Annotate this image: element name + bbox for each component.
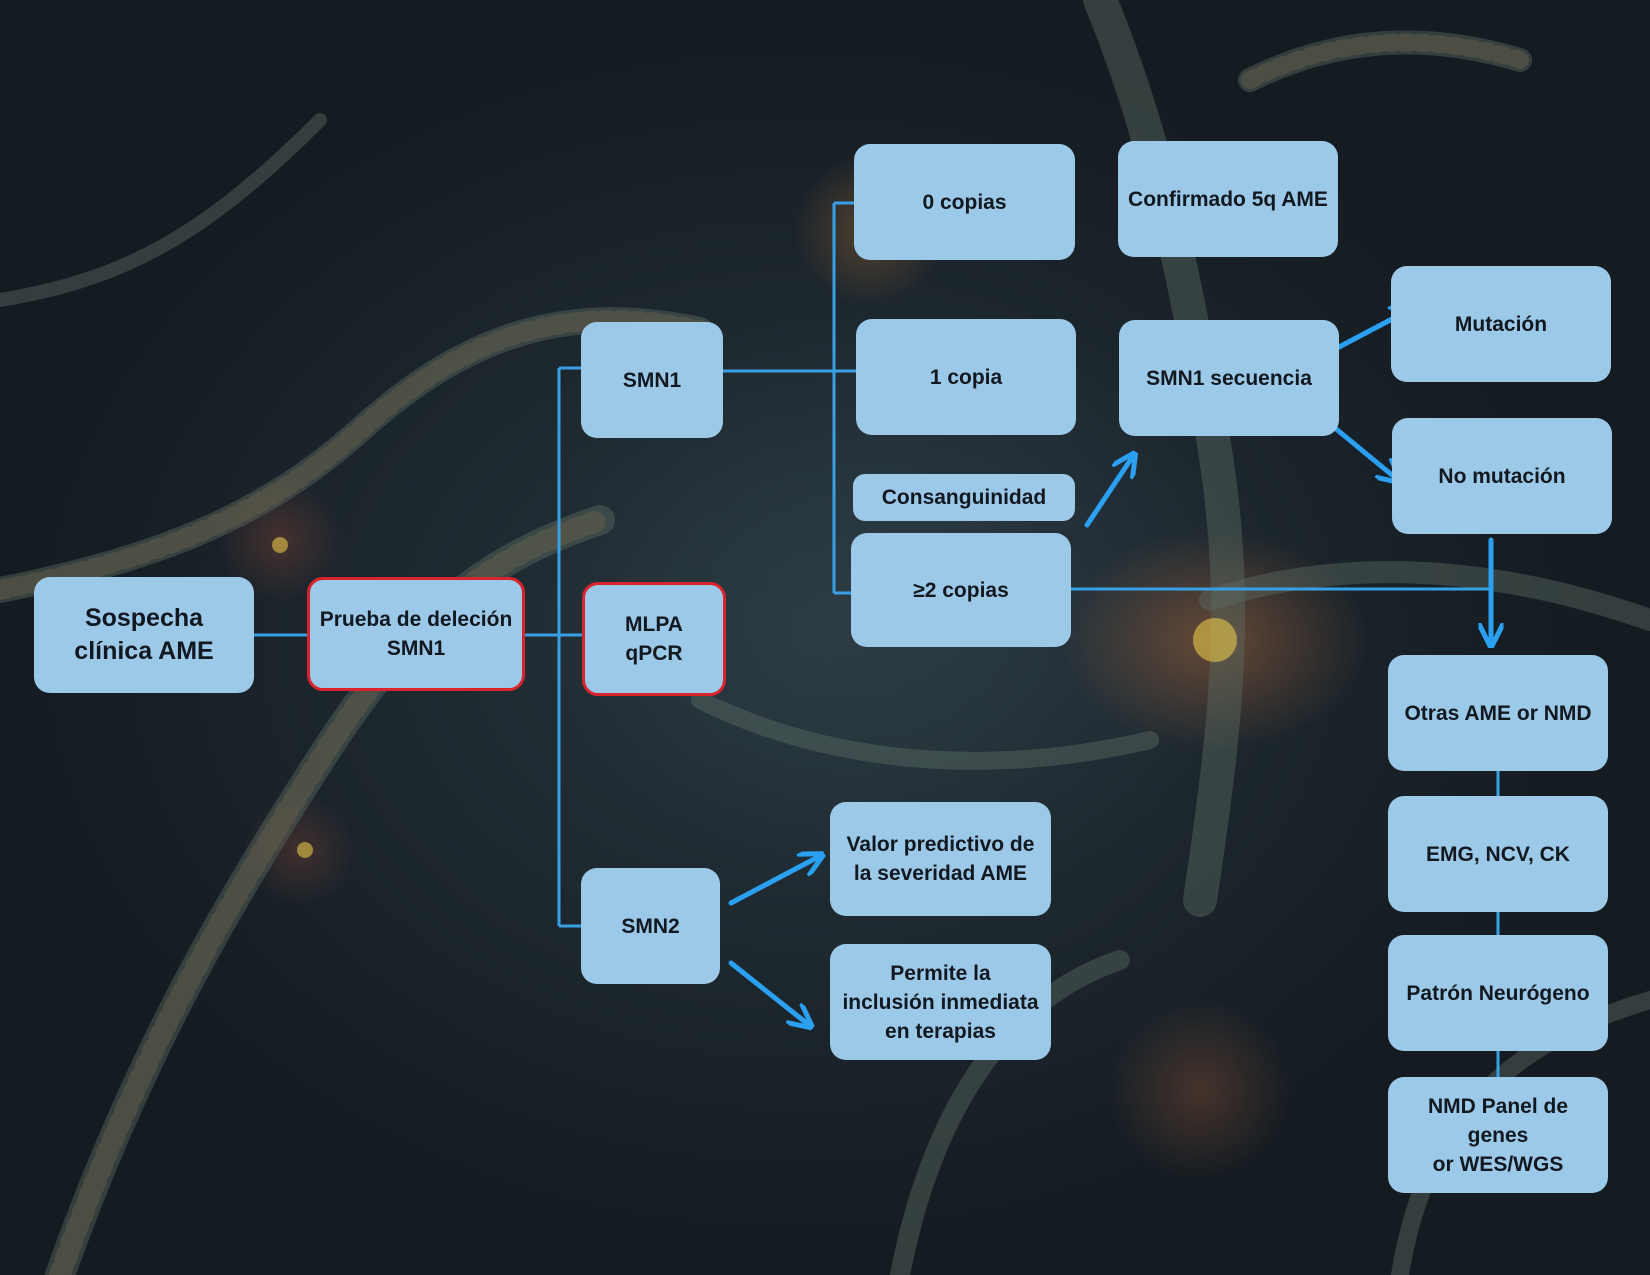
node-smn2: SMN2 (581, 868, 720, 984)
arrow-consanguinity-to-sequencing (1087, 456, 1133, 525)
node-one-copy: 1 copia (856, 319, 1076, 435)
arrow-smn2-to-inclusion (731, 963, 809, 1025)
node-two-copies: ≥2 copias (851, 533, 1071, 647)
arrow-smn2-to-predictive (731, 856, 820, 903)
node-confirmed-5q-sma: Confirmado 5q AME (1118, 141, 1338, 257)
node-nmd-gene-panel: NMD Panel de genes or WES/WGS (1388, 1077, 1608, 1193)
node-mlpa-qpcr: MLPA qPCR (582, 582, 726, 696)
node-therapy-inclusion: Permite la inclusión inmediata en terapi… (830, 944, 1051, 1060)
node-mutation: Mutación (1391, 266, 1611, 382)
node-zero-copies: 0 copias (854, 144, 1075, 260)
node-smn1-sequencing: SMN1 secuencia (1119, 320, 1339, 436)
node-deletion-test: Prueba de deleción SMN1 (307, 577, 525, 691)
node-no-mutation: No mutación (1392, 418, 1612, 534)
node-other-sma-nmd: Otras AME or NMD (1388, 655, 1608, 771)
node-emg-ncv-ck: EMG, NCV, CK (1388, 796, 1608, 912)
node-predictive-value: Valor predictivo de la severidad AME (830, 802, 1051, 916)
node-neurogenic-pattern: Patrón Neurógeno (1388, 935, 1608, 1051)
node-clinical-suspicion: Sospecha clínica AME (34, 577, 254, 693)
node-consanguinity: Consanguinidad (853, 474, 1075, 521)
node-smn1: SMN1 (581, 322, 723, 438)
